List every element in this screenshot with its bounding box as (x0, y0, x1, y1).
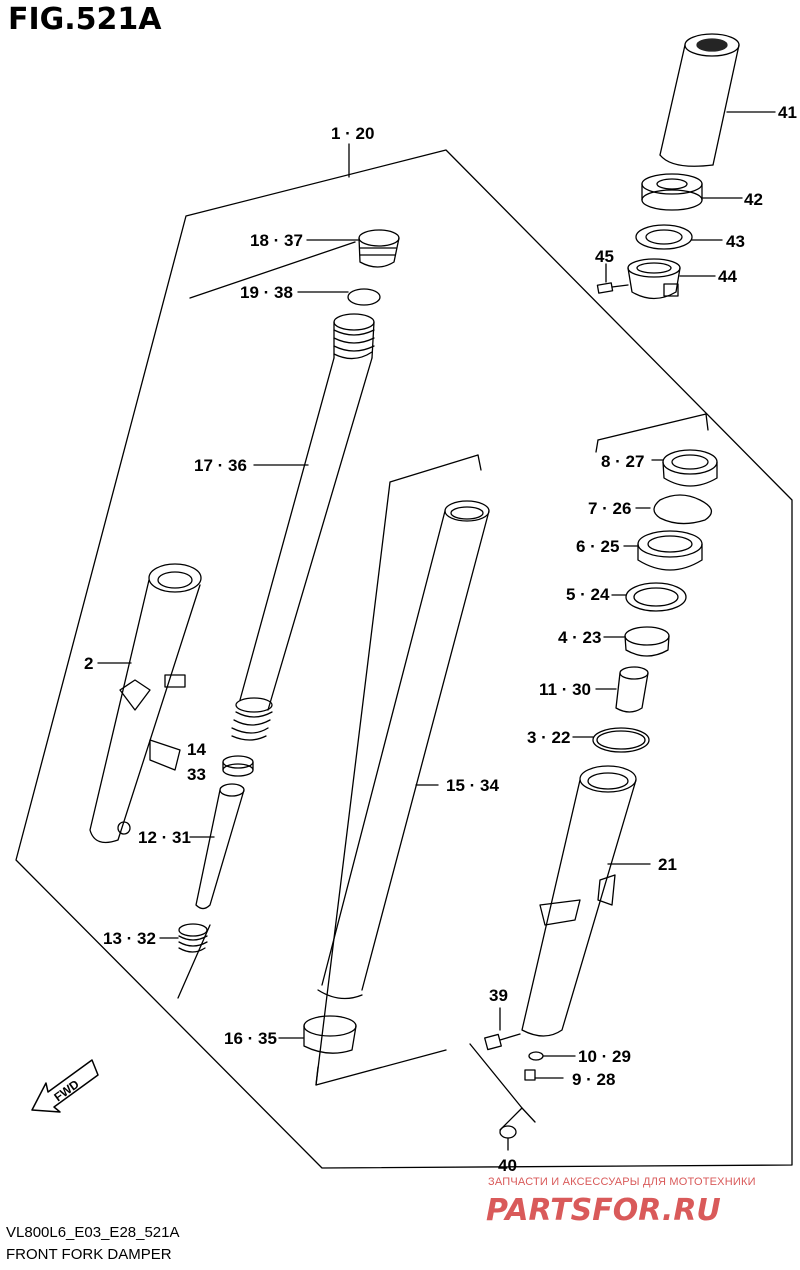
label-39: 39 (489, 986, 508, 1005)
part-14-33-seat (222, 755, 254, 777)
part-44-clamp (627, 258, 716, 300)
part-4-23-guide (603, 626, 670, 657)
part-39-bolt (484, 1007, 521, 1051)
part-8-27-dust-seal (651, 449, 718, 487)
footer-code: VL800L6_E03_E28_521A (6, 1224, 180, 1241)
label-6-25: 6 · 25 (576, 537, 619, 556)
label-33: 33 (187, 765, 206, 784)
part-7-26-clip (635, 494, 712, 525)
watermark-text: ЗАПЧАСТИ И АКСЕССУАРЫ ДЛЯ МОТОТЕХНИКИ (488, 1176, 756, 1188)
part-3-22-ring (572, 727, 650, 753)
fwd-arrow-icon (31, 1059, 99, 1113)
part-42-cushion (641, 173, 743, 211)
label-10-29: 10 · 29 (578, 1047, 631, 1066)
footer-description: FRONT FORK DAMPER (6, 1246, 172, 1263)
label-14: 14 (187, 740, 206, 759)
label-7-26: 7 · 26 (588, 499, 631, 518)
assembly-outline (15, 149, 793, 1169)
part-40-plug (499, 1125, 517, 1151)
label-12-31: 12 · 31 (138, 828, 191, 847)
label-5-24: 5 · 24 (566, 585, 610, 604)
watermark-logo: PARTSFOR.RU (486, 1193, 721, 1228)
part-9-28-screw (524, 1069, 564, 1081)
bracket-15-34 (315, 454, 479, 1086)
label-3-22: 3 · 22 (527, 728, 570, 747)
part-17-36-damper (231, 313, 375, 741)
label-2: 2 (84, 654, 93, 673)
watermark-logo-text: PARTSFOR.RU (486, 1193, 721, 1228)
part-43-washer (635, 224, 723, 250)
label-43: 43 (726, 232, 745, 251)
label-16-35: 16 · 35 (224, 1029, 277, 1048)
label-11-30: 11 · 30 (539, 680, 591, 699)
part-11-30-bushing (595, 666, 649, 713)
part-12-31-rod (189, 783, 245, 910)
label-15-34: 15 · 34 (446, 776, 499, 795)
label-4-23: 4 · 23 (558, 628, 601, 647)
label-13-32: 13 · 32 (103, 929, 156, 948)
part-10-29-washer (528, 1051, 576, 1061)
part-13-32-spring (159, 923, 208, 953)
part-19-38-o-ring (297, 288, 381, 306)
figure-title: FIG.521A (8, 2, 162, 37)
part-15-34-inner-tube (317, 500, 490, 1000)
part-41-cover (659, 33, 776, 167)
label-21: 21 (658, 855, 677, 874)
part-45-bolt (596, 263, 629, 294)
bracket-right (597, 413, 707, 441)
part-6-25-oil-seal (623, 530, 703, 571)
bracket-17-36 (189, 241, 356, 299)
part-2-outer-tube (89, 563, 202, 844)
label-42: 42 (744, 190, 763, 209)
part-18-37-cap-bolt (306, 229, 400, 268)
part-21-outer-tube (521, 765, 651, 1037)
label-44: 44 (718, 267, 737, 286)
part-16-35-bushing (278, 1015, 357, 1054)
label-45: 45 (595, 247, 614, 266)
label-19-38: 19 · 38 (240, 283, 293, 302)
label-18-37: 18 · 37 (250, 231, 303, 250)
part-5-24-washer (611, 582, 687, 612)
label-8-27: 8 · 27 (601, 452, 644, 471)
label-17-36: 17 · 36 (194, 456, 247, 475)
label-1-20: 1 · 20 (331, 124, 374, 143)
label-40: 40 (498, 1156, 517, 1175)
label-41: 41 (778, 103, 797, 122)
label-9-28: 9 · 28 (572, 1070, 615, 1089)
